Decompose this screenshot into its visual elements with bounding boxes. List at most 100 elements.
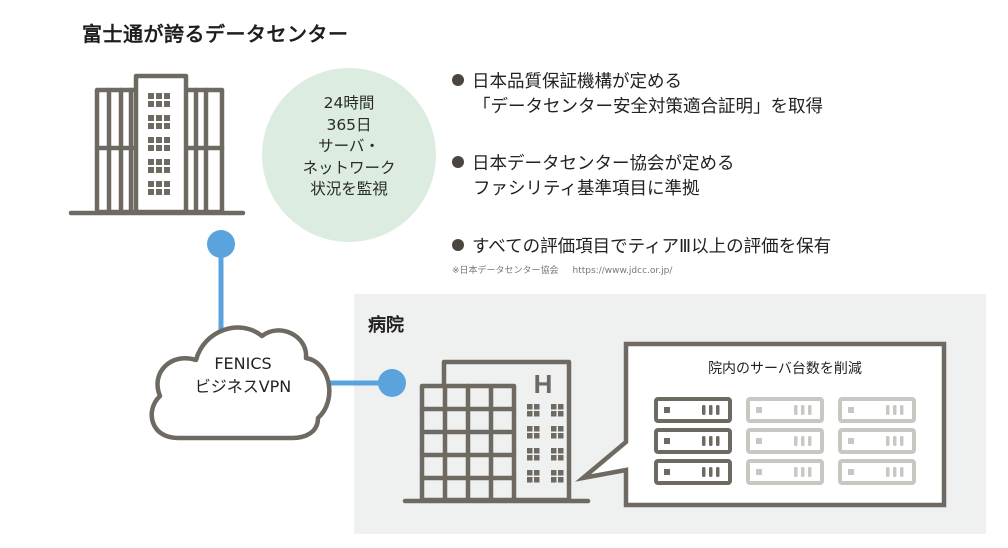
hospital-building-icon — [402, 359, 591, 504]
window-icon — [164, 101, 170, 107]
monitoring-circle — [262, 68, 436, 242]
server-icon-removed — [746, 459, 824, 485]
window-icon — [164, 137, 170, 143]
window-icon — [527, 448, 533, 454]
window-icon — [156, 115, 162, 121]
server-reduction-title: 院内のサーバ台数を削減 — [708, 361, 862, 377]
window-icon — [534, 404, 540, 410]
footnote: ※日本データセンター協会 https://www.jdcc.or.jp/ — [452, 263, 672, 276]
hospital-connector-dot — [378, 369, 406, 397]
data-center-building-icon — [68, 73, 246, 216]
window-icon — [148, 181, 154, 187]
window-icon — [534, 470, 540, 476]
window-icon — [527, 426, 533, 432]
window-icon — [527, 433, 533, 439]
window-icon — [558, 455, 564, 461]
window-icon — [156, 101, 162, 107]
window-icon — [156, 93, 162, 99]
vpn-label-line: ビジネスVPN — [194, 377, 292, 396]
window-icon — [527, 477, 533, 483]
window-icon — [148, 101, 154, 107]
window-icon — [558, 433, 564, 439]
window-icon — [534, 455, 540, 461]
server-icon-removed — [746, 397, 824, 423]
window-icon — [534, 477, 540, 483]
window-icon — [148, 189, 154, 195]
window-icon — [558, 404, 564, 410]
footnote-url-link[interactable]: https://www.jdcc.or.jp/ — [572, 266, 673, 276]
hospital-label: 病院 — [368, 315, 404, 336]
window-icon — [164, 123, 170, 129]
window-icon — [164, 181, 170, 187]
bullet-text: 日本品質保証機構が定める — [472, 72, 682, 92]
window-icon — [156, 137, 162, 143]
window-icon — [558, 477, 564, 483]
server-icon-active — [654, 428, 732, 454]
vpn-label: FENICS ビジネスVPN — [160, 352, 326, 398]
window-icon — [558, 448, 564, 454]
footnote-source: ※日本データセンター協会 — [452, 266, 559, 276]
data-center-windows — [148, 93, 170, 195]
window-icon — [551, 455, 557, 461]
window-icon — [156, 181, 162, 187]
server-icon-active — [654, 397, 732, 423]
window-icon — [558, 470, 564, 476]
bullet-text: 「データセンター安全対策適合証明」を取得 — [473, 97, 823, 117]
window-icon — [164, 145, 170, 151]
window-icon — [551, 470, 557, 476]
window-icon — [551, 404, 557, 410]
server-icon-removed — [746, 428, 824, 454]
window-icon — [551, 433, 557, 439]
bullet-text: 日本データセンター協会が定める — [472, 154, 735, 174]
hospital-windows — [527, 404, 564, 483]
server-icon-removed — [838, 397, 916, 423]
server-grid — [654, 397, 916, 485]
monitoring-line: 状況を監視 — [310, 180, 388, 198]
bullet-item-facility-standard: 日本データセンター協会が定める ファシリティ基準項目に準拠 — [452, 152, 735, 202]
window-icon — [148, 159, 154, 165]
server-icon-removed — [838, 428, 916, 454]
datacenter-connector-dot — [207, 230, 235, 258]
window-icon — [164, 189, 170, 195]
window-icon — [164, 167, 170, 173]
window-icon — [558, 411, 564, 417]
page-title: 富士通が誇るデータセンター — [82, 22, 349, 46]
window-icon — [527, 470, 533, 476]
window-icon — [534, 448, 540, 454]
window-icon — [527, 411, 533, 417]
window-icon — [534, 411, 540, 417]
window-icon — [164, 93, 170, 99]
window-icon — [558, 426, 564, 432]
monitoring-line: 365日 — [326, 115, 372, 134]
bullet-dot-icon — [452, 156, 464, 168]
window-icon — [148, 167, 154, 173]
window-icon — [527, 455, 533, 461]
server-icon-removed — [838, 459, 916, 485]
window-icon — [148, 145, 154, 151]
window-icon — [156, 189, 162, 195]
window-icon — [527, 404, 533, 410]
window-icon — [156, 159, 162, 165]
bullet-text: すべての評価項目でティアⅢ以上の評価を保有 — [472, 237, 832, 257]
bullet-dot-icon — [452, 239, 464, 251]
window-icon — [164, 115, 170, 121]
server-icon-active — [654, 459, 732, 485]
window-icon — [156, 123, 162, 129]
window-icon — [551, 448, 557, 454]
bullet-dot-icon — [452, 74, 464, 86]
monitoring-line: 24時間 — [323, 94, 375, 112]
vpn-cloud-icon — [149, 325, 332, 441]
bullet-item-tier-rating: すべての評価項目でティアⅢ以上の評価を保有 — [452, 235, 831, 260]
bullet-text: ファシリティ基準項目に準拠 — [473, 179, 700, 199]
bullet-item-certification: 日本品質保証機構が定める 「データセンター安全対策適合証明」を取得 — [452, 70, 823, 120]
window-icon — [551, 426, 557, 432]
window-icon — [148, 115, 154, 121]
window-icon — [551, 477, 557, 483]
window-icon — [148, 93, 154, 99]
hospital-sign-icon: H — [534, 369, 553, 399]
window-icon — [551, 411, 557, 417]
window-icon — [534, 433, 540, 439]
window-icon — [164, 159, 170, 165]
window-icon — [156, 145, 162, 151]
